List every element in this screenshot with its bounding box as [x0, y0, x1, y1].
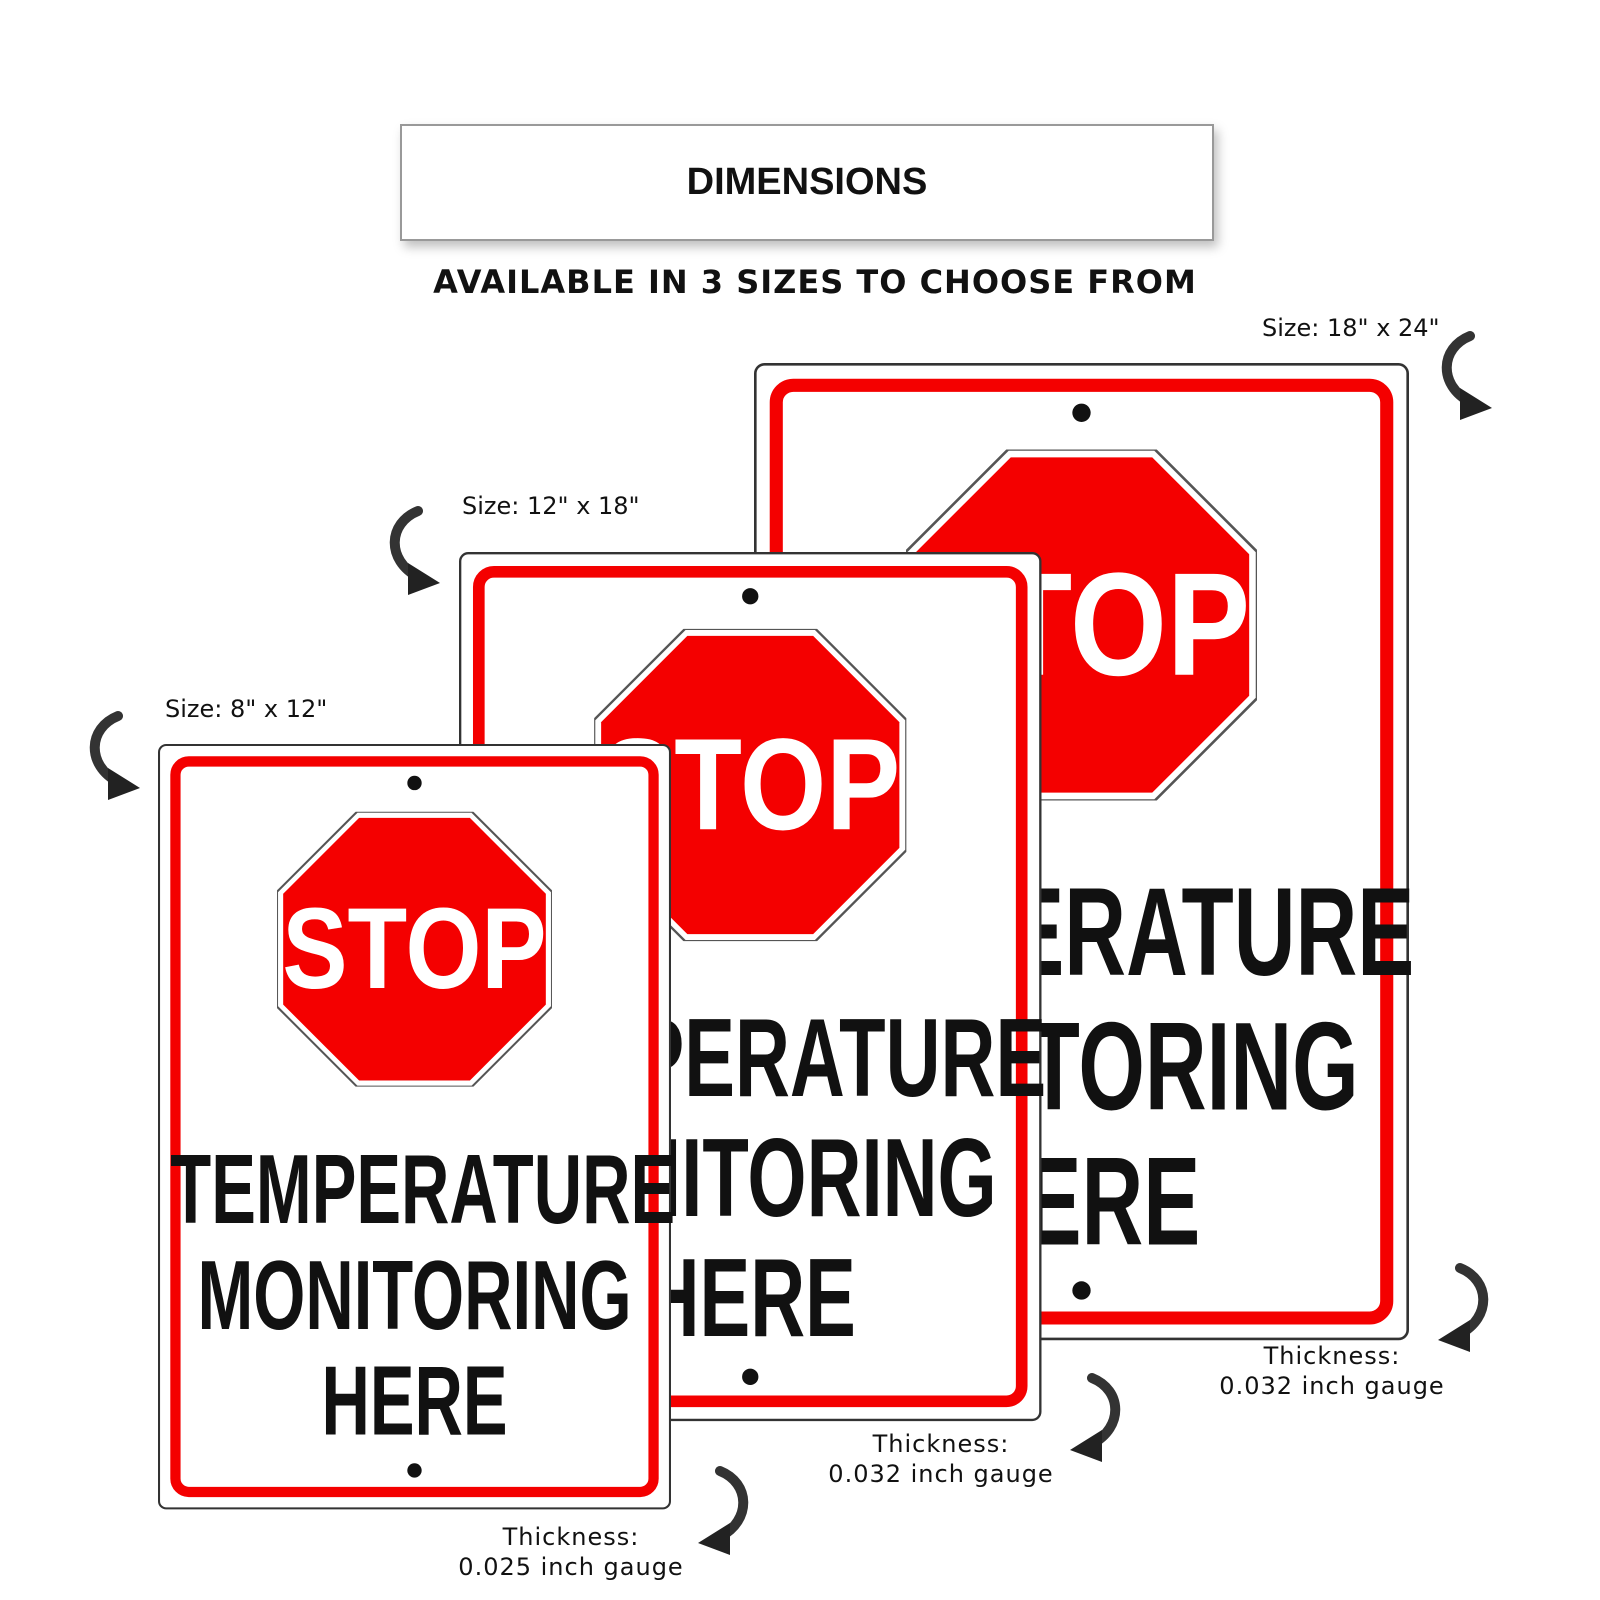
- thickness-label: Thickness:0.032 inch gauge: [1219, 1341, 1444, 1401]
- stop-octagon-icon: [277, 811, 552, 1087]
- thickness-value: 0.032 inch gauge: [828, 1460, 1054, 1488]
- thickness-label: Thickness:0.032 inch gauge: [828, 1429, 1053, 1489]
- thickness-value: 0.032 inch gauge: [1219, 1372, 1445, 1400]
- message-line-1: TEMPERATURE: [170, 1134, 676, 1245]
- size-label: Size: 12" x 18": [462, 492, 640, 520]
- thickness-title: Thickness:: [502, 1523, 640, 1551]
- thickness-value: 0.025 inch gauge: [458, 1553, 684, 1581]
- message-line-3: HERE: [644, 1235, 856, 1361]
- mounting-hole-bottom: [742, 1368, 759, 1385]
- message-line-3: HERE: [321, 1346, 508, 1457]
- curved-arrow-icon: [1430, 1262, 1500, 1352]
- page-title: DIMENSIONS: [686, 161, 928, 203]
- size-label: Size: 18" x 24": [1262, 314, 1440, 342]
- mounting-hole-top: [742, 588, 759, 605]
- curved-arrow-icon: [1430, 330, 1500, 420]
- thickness-title: Thickness:: [872, 1430, 1010, 1458]
- size-label: Size: 8" x 12": [165, 695, 328, 723]
- thickness-title: Thickness:: [1263, 1342, 1401, 1370]
- dimensions-header-box: DIMENSIONS: [400, 124, 1214, 241]
- mounting-hole-bottom: [407, 1463, 422, 1478]
- stop-text: STOP: [282, 884, 547, 1013]
- sign-3: STOP TEMPERATURE MONITORING HERE: [158, 744, 676, 1510]
- curved-arrow-icon: [378, 505, 448, 595]
- stop-octagon-icon: [594, 628, 907, 942]
- mounting-hole-top: [407, 775, 422, 791]
- mounting-hole-bottom: [1072, 1281, 1091, 1300]
- curved-arrow-icon: [1062, 1372, 1132, 1462]
- thickness-label: Thickness:0.025 inch gauge: [458, 1522, 683, 1582]
- curved-arrow-icon: [78, 710, 148, 800]
- curved-arrow-icon: [690, 1465, 760, 1555]
- subtitle: AVAILABLE IN 3 SIZES TO CHOOSE FROM: [433, 263, 1197, 301]
- red-border: [170, 756, 659, 1498]
- message-line-2: MONITORING: [197, 1240, 632, 1351]
- mounting-hole-top: [1072, 403, 1091, 422]
